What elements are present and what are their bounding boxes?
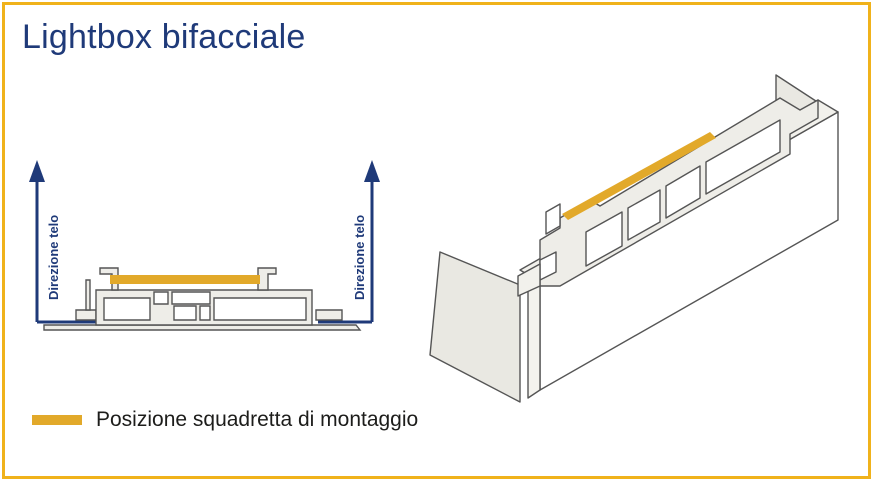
perspective-view bbox=[429, 74, 839, 403]
right-direction-label: Direzione telo bbox=[352, 215, 367, 300]
legend: Posizione squadretta di montaggio bbox=[32, 408, 418, 432]
left-direction-label: Direzione telo bbox=[46, 215, 61, 300]
bracket-position-marker bbox=[110, 275, 260, 284]
page-title: Lightbox bifacciale bbox=[22, 18, 306, 56]
profile-section bbox=[43, 267, 362, 331]
legend-swatch bbox=[32, 415, 82, 425]
bracket-position-marker-3d bbox=[562, 132, 716, 220]
left-direction-arrow bbox=[29, 160, 96, 324]
cross-section: Direzione telo Direzione telo bbox=[29, 160, 380, 331]
legend-label: Posizione squadretta di montaggio bbox=[96, 408, 419, 431]
right-direction-arrow bbox=[318, 160, 380, 324]
